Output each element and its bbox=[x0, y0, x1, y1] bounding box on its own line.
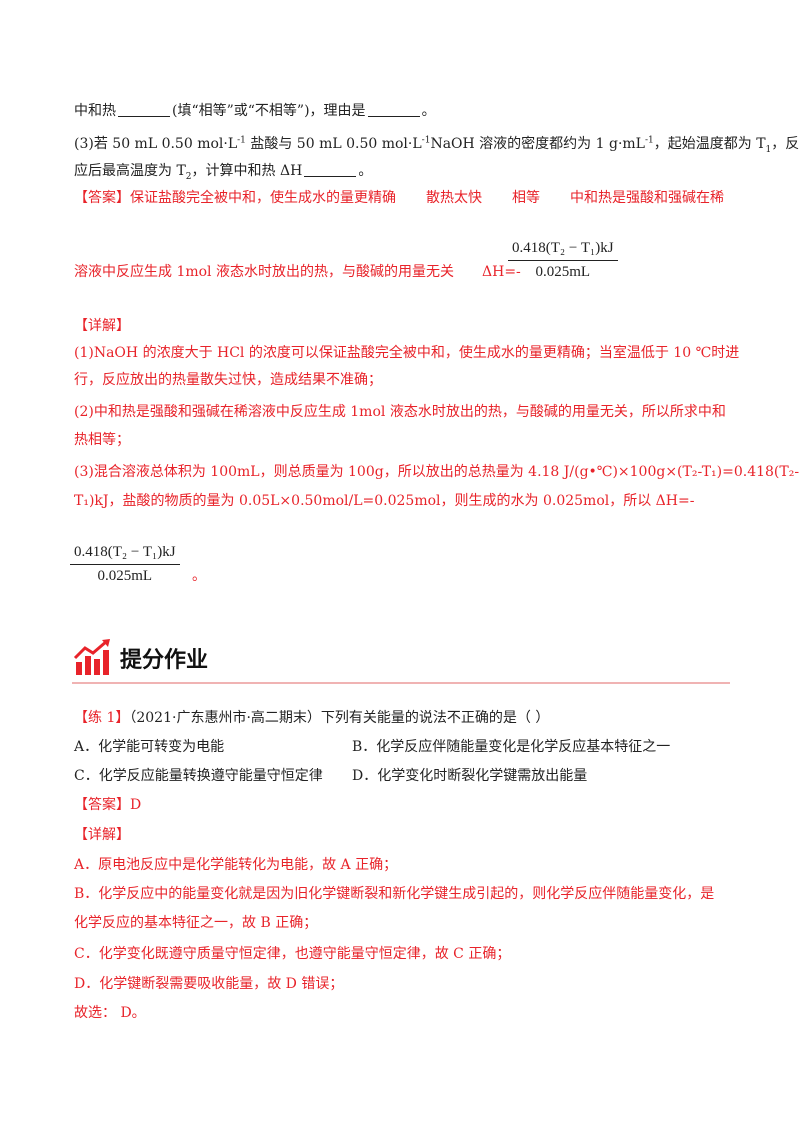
answer-fraction: 0.418(T₂ − T₁)kJ 0.025mL bbox=[508, 240, 618, 281]
detail-line: 热相等； bbox=[74, 432, 130, 448]
detail-line: T₁)kJ，盐酸的物质的量为 0.05L×0.50mol/L=0.025mol，… bbox=[74, 493, 695, 509]
option-c[interactable]: C．化学反应能量转换遵守能量守恒定律 bbox=[74, 768, 323, 784]
practice-label: 【练 1】 bbox=[74, 710, 130, 726]
chart-trend-icon bbox=[73, 639, 110, 675]
option-a[interactable]: A．化学能可转变为电能 bbox=[74, 739, 225, 755]
answer-blank[interactable] bbox=[367, 102, 420, 117]
section-title: 提分作业 bbox=[120, 648, 209, 673]
detail-line: C．化学变化既遵守质量守恒定律，也遵守能量守恒定律，故 C 正确； bbox=[74, 946, 511, 962]
practice-1-stem: 【练 1】（2021·广东惠州市·高二期末）下列有关能量的说法不正确的是（ ） bbox=[74, 710, 550, 726]
practice-detail-label: 【详解】 bbox=[74, 827, 130, 843]
detail-fraction: 0.418(T₂ − T₁)kJ 0.025mL bbox=[70, 544, 180, 585]
detail-line: A．原电池反应中是化学能转化为电能，故 A 正确； bbox=[74, 857, 398, 873]
fraction-numerator: 0.418(T₂ − T₁)kJ bbox=[508, 240, 618, 261]
detail-line: B．化学反应中的能量变化就是因为旧化学键断裂和新化学键生成引起的，则化学反应伴随… bbox=[74, 886, 715, 902]
question-2-line: 中和热(填“相等”或“不相等”)，理由是。 bbox=[74, 102, 436, 119]
detail-line: D．化学键断裂需要吸收能量，故 D 错误； bbox=[74, 976, 344, 992]
answer-label: 【答案】 bbox=[74, 190, 130, 206]
detail-line: (1)NaOH 的浓度大于 HCl 的浓度可以保证盐酸完全被中和，使生成水的量更… bbox=[74, 345, 740, 361]
detail-line: (3)混合溶液总体积为 100mL，则总质量为 100g，所以放出的总热量为 4… bbox=[74, 464, 800, 480]
practice-answer: 【答案】D bbox=[74, 797, 142, 813]
detail-label: 【详解】 bbox=[74, 318, 130, 334]
q2-text-pre: 中和热 bbox=[74, 103, 116, 119]
detail-line: 化学反应的基本特征之一，故 B 正确； bbox=[74, 915, 318, 931]
option-d[interactable]: D．化学变化时断裂化学键需放出能量 bbox=[352, 768, 588, 784]
answer-blank[interactable] bbox=[304, 162, 357, 177]
answer-value: D bbox=[130, 797, 142, 813]
question-3-line-1: (3)若 50 mL 0.50 mol·L-1 盐酸与 50 mL 0.50 m… bbox=[74, 135, 800, 155]
detail-line: 故选： D。 bbox=[74, 1005, 146, 1021]
option-b[interactable]: B．化学反应伴随能量变化是化学反应基本特征之一 bbox=[352, 739, 671, 755]
answer-blank[interactable] bbox=[118, 102, 170, 117]
section-header: 提分作业 bbox=[72, 636, 730, 684]
q2-text-mid: (填“相等”或“不相等”)，理由是 bbox=[172, 103, 366, 119]
question-3-line-2: 应后最高温度为 T2，计算中和热 ΔH。 bbox=[74, 162, 373, 182]
answer-line-1: 【答案】保证盐酸完全被中和，使生成水的量更精确散热太快相等中和热是强酸和强碱在稀 bbox=[74, 190, 724, 206]
fraction-denominator: 0.025mL bbox=[535, 264, 591, 280]
detail-line: 行，反应放出的热量散失过快，造成结果不准确； bbox=[74, 372, 382, 388]
detail-line: (2)中和热是强酸和强碱在稀溶液中反应生成 1mol 液态水时放出的热，与酸碱的… bbox=[74, 404, 726, 420]
delta-h-label: ΔH=- bbox=[482, 264, 521, 280]
